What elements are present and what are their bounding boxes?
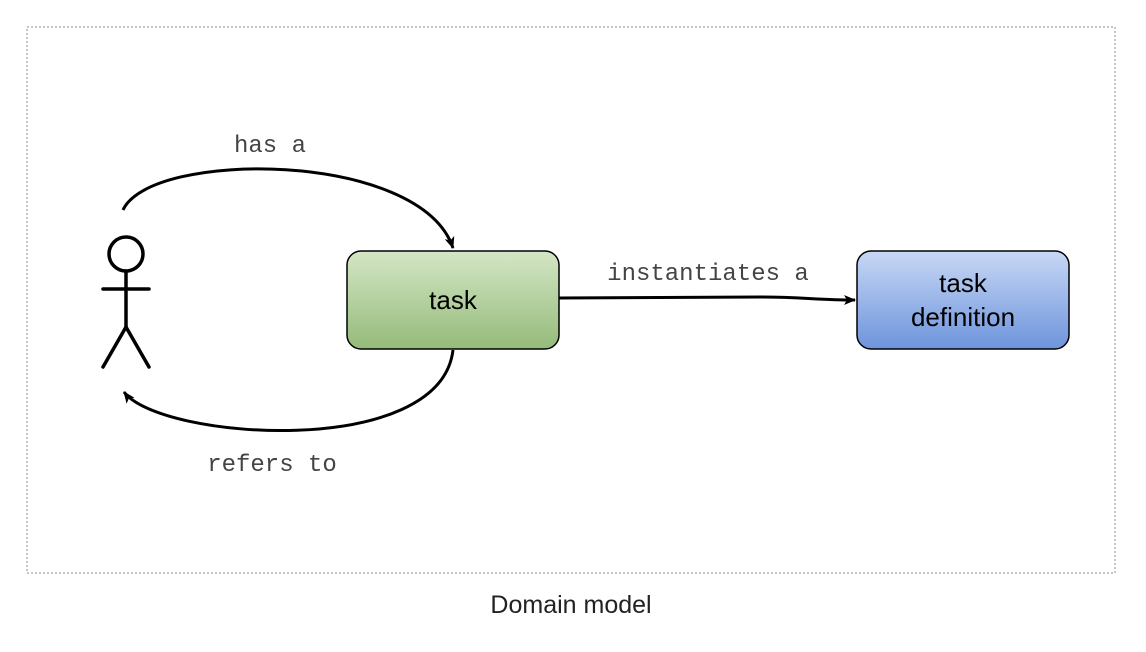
edge-label-instantiates-a: instantiates a bbox=[607, 261, 809, 288]
edge-label-has-a: has a bbox=[234, 133, 306, 160]
actor-left-leg bbox=[101, 325, 128, 369]
actor-right-leg bbox=[124, 325, 151, 369]
diagram-caption: Domain model bbox=[490, 591, 651, 619]
task-definition-label-line1: task bbox=[939, 268, 988, 298]
task-definition-label-line2: definition bbox=[911, 302, 1015, 332]
edge-refers-to bbox=[122, 349, 455, 433]
edge-instantiates-a bbox=[558, 294, 856, 305]
actor-stick-figure bbox=[101, 235, 151, 369]
task-definition-node-box bbox=[856, 250, 1070, 350]
edge-has-a bbox=[121, 167, 455, 249]
edge-label-refers-to: refers to bbox=[207, 452, 337, 479]
task-definition-node: task definition bbox=[856, 250, 1070, 350]
task-node-box bbox=[346, 250, 560, 350]
diagram-frame bbox=[26, 26, 1116, 574]
task-node-label: task bbox=[429, 285, 478, 315]
actor-head bbox=[107, 235, 145, 273]
task-node: task bbox=[346, 250, 560, 350]
